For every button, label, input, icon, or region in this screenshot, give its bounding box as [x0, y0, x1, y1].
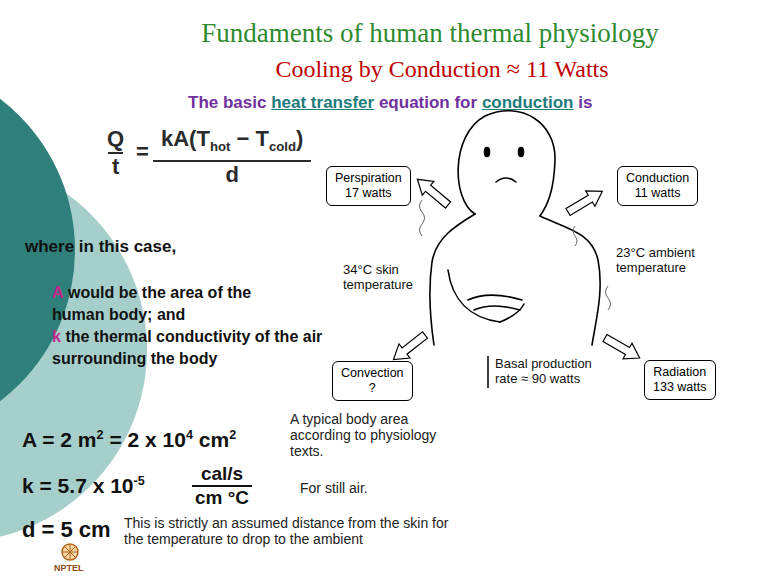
superscript: 4 [186, 428, 193, 442]
equation-part: k = 5.7 x 10 [22, 474, 134, 497]
formula-part: − T [237, 126, 269, 151]
box-text: ? [341, 381, 404, 396]
fraction-bottom: t [108, 152, 123, 180]
box-text: 133 watts [653, 380, 707, 395]
intro-text: equation for [379, 93, 477, 112]
definition-text: the thermal conductivity of the air surr… [52, 328, 322, 367]
superscript: 2 [229, 428, 236, 442]
equals-box: = [136, 139, 149, 165]
box-text: Perspiration [335, 171, 402, 186]
formula-part: kA(T [161, 126, 210, 151]
fraction-top: Q [103, 126, 128, 152]
unit-part: cal/s [201, 463, 243, 484]
symbol: A [52, 284, 64, 301]
equation-line: A = 2 m2= 2 x 104cm2 [22, 428, 236, 452]
equation-part: cm [199, 428, 229, 451]
key-term: conduction [482, 93, 574, 112]
equation-part: d = 5 cm [22, 517, 111, 542]
intro-text: is [578, 93, 592, 112]
slide-title: Fundaments of human thermal physiology [120, 18, 740, 49]
text-line: where in this case, [25, 237, 176, 256]
equals-sign: = [136, 139, 149, 164]
text-paragraph: kthe thermal conductivity of the air sur… [52, 326, 357, 370]
fraction-bottom: d [153, 160, 311, 188]
key-term: heat transfer [271, 93, 374, 112]
superscript: -5 [134, 474, 145, 488]
fraction-top: cal/s [198, 463, 246, 485]
flow-box: Perspiration17 watts [326, 166, 411, 206]
watermark-text: NPTEL [54, 563, 84, 573]
intro-text: The basic [188, 93, 266, 112]
fraction-bottom: cm °C [192, 485, 252, 509]
flow-box: Convection? [332, 361, 413, 401]
equation-line: d = 5 cm [22, 517, 111, 543]
heat-squiggles [420, 200, 611, 310]
box-text: Radiation [653, 365, 707, 380]
flow-box: Radiation133 watts [644, 360, 716, 400]
symbol: k [52, 328, 61, 345]
subtitle-box: Cooling by Conduction ≈ 11 Watts [122, 56, 762, 83]
fraction-top: kA(Thot − Tcold) [157, 126, 307, 160]
equation-part: = 2 x 10 [109, 428, 185, 451]
note-text: A typical body area according to physiol… [290, 411, 436, 459]
figure-label: Basal production rate ≈ 90 watts [495, 356, 615, 386]
symbol: d [225, 162, 238, 187]
formula-part: ) [296, 126, 303, 151]
box-text: 17 watts [335, 186, 402, 201]
unit-part: cm °C [195, 487, 249, 508]
figure-label: Basal production rate ≈ 90 watts [495, 356, 592, 386]
figure-label: 23°C ambient temperature [616, 245, 726, 275]
box-text: Convection [341, 366, 404, 381]
note-text: This is strictly an assumed distance fro… [124, 515, 448, 547]
box-text: 11 watts [626, 186, 689, 201]
flow-box: Conduction11 watts [617, 166, 698, 206]
nptel-logo [62, 544, 78, 560]
superscript: 2 [97, 428, 104, 442]
formula-fraction: kA(Thot − Tcold) d [157, 126, 307, 188]
person-figure [430, 111, 600, 345]
text-line: where in this case, [25, 236, 176, 258]
symbol: t [112, 154, 119, 179]
side-note: A typical body area according to physiol… [290, 411, 465, 459]
side-note: For still air. [300, 480, 368, 496]
subscript: hot [210, 139, 231, 154]
figure-label: 34°C skin temperature [343, 262, 421, 292]
side-note: This is strictly an assumed distance fro… [124, 515, 454, 547]
rate-fraction: Q t [103, 126, 128, 180]
hollow-arrows [388, 172, 644, 366]
symbol: Q [107, 126, 124, 151]
subtitle: Cooling by Conduction ≈ 11 Watts [275, 56, 608, 82]
text-paragraph: Awould be the area of the human body; an… [52, 282, 302, 326]
box-text: Conduction [626, 171, 689, 186]
figure-label: 34°C skin temperature [343, 262, 413, 292]
intro-line: The basic heat transfer equation for conduc… [188, 93, 592, 113]
unit-fraction: cal/s cm °C [192, 463, 252, 509]
figure-label: 23°C ambient temperature [616, 245, 695, 275]
basal-bar [487, 356, 489, 388]
equation-part: A = 2 m [22, 428, 97, 451]
watermark: NPTEL [54, 563, 84, 573]
equation-line: k = 5.7 x 10-5 [22, 474, 145, 498]
subscript: cold [269, 139, 296, 154]
definition-text: would be the area of the human body; and [52, 284, 251, 323]
note-text: For still air. [300, 480, 368, 496]
